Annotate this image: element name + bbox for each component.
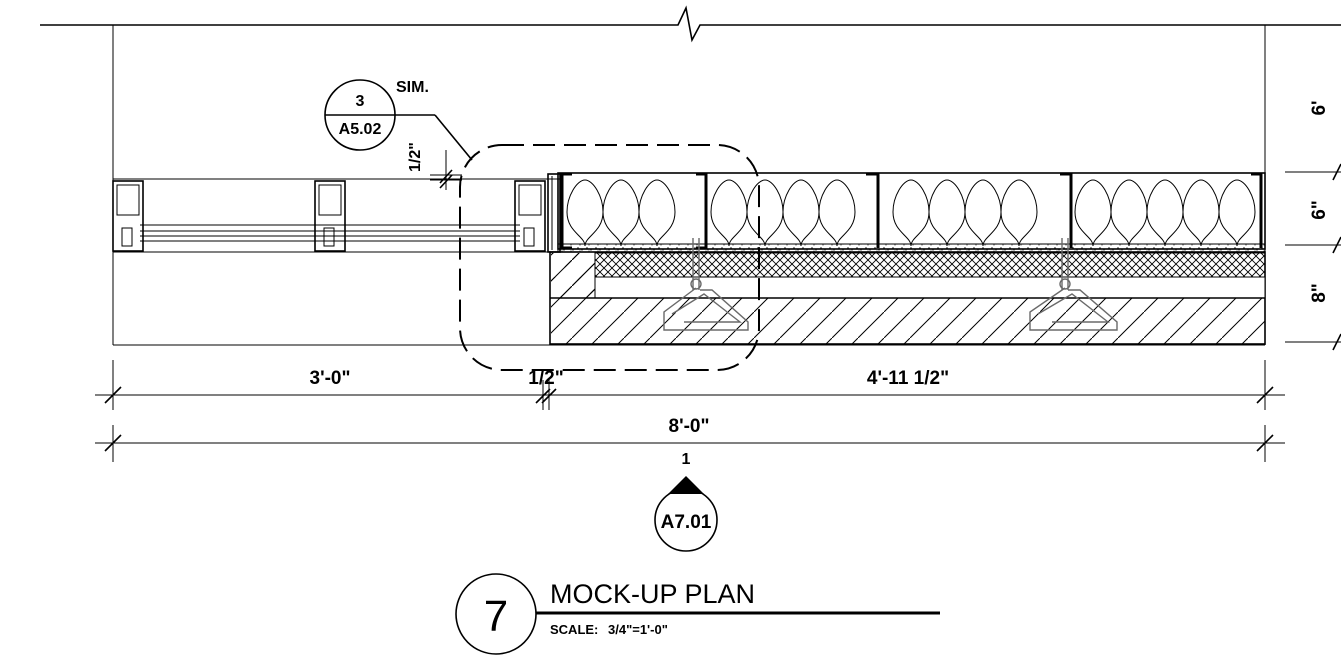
dim-half-inch-label: 1/2" xyxy=(528,368,563,389)
wall-assembly xyxy=(549,172,1266,345)
detail-number: 3 xyxy=(356,93,365,110)
dim-vertical-half-inch: 1/2" xyxy=(407,142,462,190)
detail-sheet: A5.02 xyxy=(339,121,382,138)
dimension-string-lower: 8'-0" xyxy=(95,416,1285,462)
dimension-string-upper: 3'-0" 1/2" 4'-11 1/2" xyxy=(95,360,1285,410)
scale-label: SCALE: xyxy=(550,622,598,637)
top-break-line xyxy=(40,5,1341,43)
title-block: 7 MOCK-UP PLAN SCALE: 3/4"=1'-0" xyxy=(455,573,940,655)
dim-8-inch-label: 8" xyxy=(1309,283,1330,303)
mullion-middle xyxy=(314,180,346,252)
detail-callout: 3 A5.02 SIM. xyxy=(324,79,473,161)
window-assembly xyxy=(112,173,561,253)
section-sheet: A7.01 xyxy=(661,512,712,533)
dim-half-inch-vertical-label: 1/2" xyxy=(407,142,424,172)
mullion-right xyxy=(514,180,546,252)
dim-6-foot-label: 6' xyxy=(1309,100,1330,115)
dim-3-0-label: 3'-0" xyxy=(310,368,351,389)
dim-4-11-half-label: 4'-11 1/2" xyxy=(867,368,949,389)
drawing-number: 7 xyxy=(484,592,508,641)
insulation xyxy=(566,179,1256,247)
sim-label: SIM. xyxy=(396,79,429,96)
detail-boundary xyxy=(459,144,760,371)
section-number: 1 xyxy=(682,451,691,468)
dim-6-inch-label: 6" xyxy=(1309,200,1330,220)
section-marker: 1 A7.01 xyxy=(654,451,718,552)
mullion-left xyxy=(112,180,144,252)
drawing-title: MOCK-UP PLAN xyxy=(550,579,755,609)
clip-angle-right xyxy=(1029,238,1118,331)
metal-studs xyxy=(560,172,1263,250)
clip-angle-left xyxy=(663,238,749,331)
dimension-string-right: 6' 6" 8" xyxy=(1285,100,1341,351)
dim-8-0-label: 8'-0" xyxy=(669,416,710,437)
scale-value: 3/4"=1'-0" xyxy=(608,622,668,637)
